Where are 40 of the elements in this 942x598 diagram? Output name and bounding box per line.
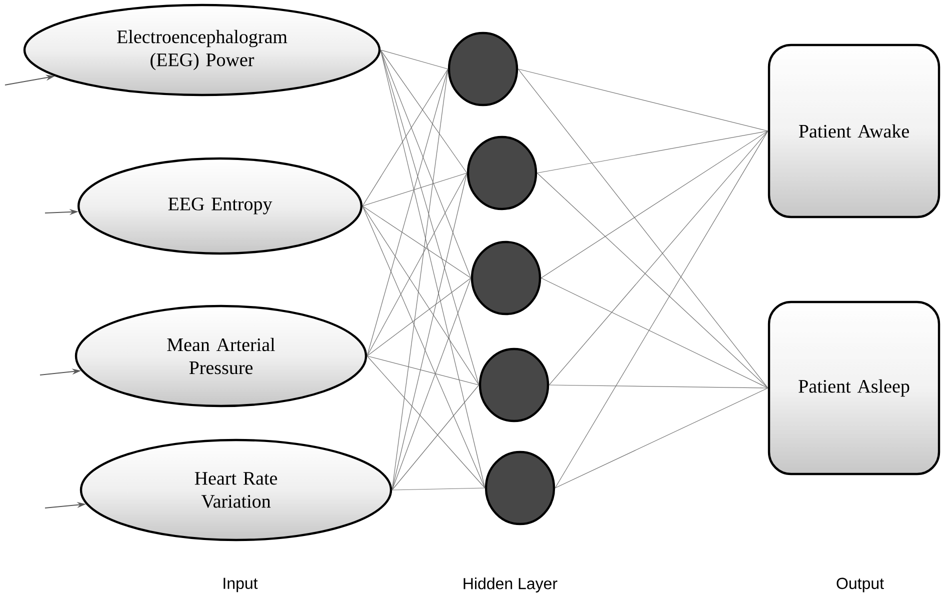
connection-line bbox=[392, 172, 468, 490]
connection-line bbox=[392, 68, 448, 490]
connection-line bbox=[540, 278, 768, 388]
connection-line bbox=[362, 206, 472, 278]
connection-line bbox=[536, 172, 768, 388]
connection-line bbox=[362, 172, 468, 206]
connection-line bbox=[536, 130, 768, 174]
connection-line bbox=[540, 130, 768, 278]
output-box: Patient Awake bbox=[768, 44, 940, 218]
connection-line bbox=[518, 68, 768, 388]
layer-label: Hidden Layer bbox=[464, 578, 558, 592]
layer-label: Output bbox=[836, 578, 884, 592]
connection-line bbox=[392, 384, 480, 490]
connection-line bbox=[362, 206, 486, 488]
connection-line bbox=[380, 50, 468, 174]
connection-line bbox=[392, 278, 472, 490]
layer-label: Input bbox=[224, 578, 258, 592]
connection-line bbox=[366, 278, 472, 356]
connection-line bbox=[380, 50, 486, 488]
hidden-neuron bbox=[478, 348, 550, 422]
connection-line bbox=[366, 356, 486, 488]
connection-line bbox=[548, 130, 768, 386]
hidden-neuron bbox=[466, 136, 538, 210]
hidden-neuron bbox=[448, 32, 518, 106]
connection-line bbox=[366, 68, 448, 356]
connection-line bbox=[554, 130, 768, 488]
output-box: Patient Asleep bbox=[768, 300, 940, 476]
connection-line bbox=[392, 488, 486, 490]
connection-line bbox=[380, 50, 480, 386]
connection-line bbox=[380, 50, 448, 70]
connection-line bbox=[366, 356, 480, 386]
hidden-neuron bbox=[484, 450, 556, 526]
connection-line bbox=[518, 68, 768, 132]
connection-line bbox=[554, 388, 768, 488]
connection-line bbox=[362, 206, 480, 386]
connection-line bbox=[380, 50, 472, 278]
connection-line bbox=[366, 172, 468, 356]
connection-line bbox=[362, 68, 448, 206]
connection-line bbox=[548, 384, 768, 388]
hidden-neuron bbox=[470, 240, 542, 316]
